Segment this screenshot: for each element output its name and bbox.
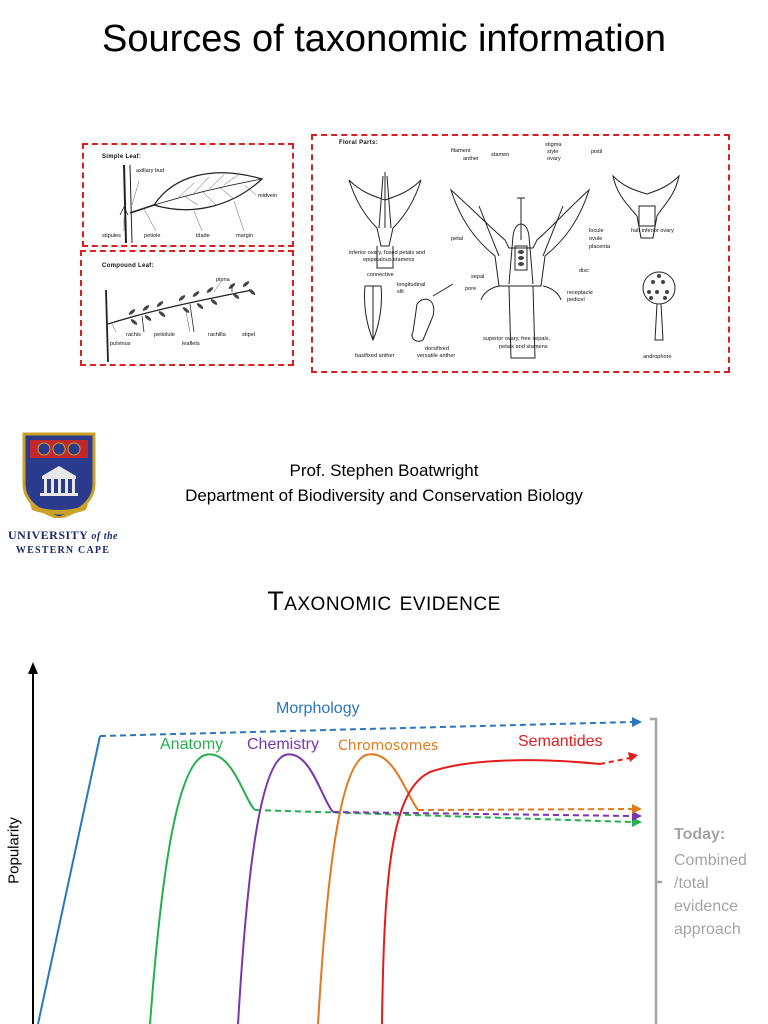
label-basifixed: basifixed anther [355,353,395,359]
label-longitudinal: longitudinal [397,282,426,288]
anatomy-curve [149,753,256,1024]
label-petal: petal [451,236,464,242]
label-disc: disc [579,268,589,274]
university-name-line1: UNIVERSITY of the [6,528,120,543]
label-rachilla: rachilla [208,332,226,338]
university-name-tail: of the [91,531,118,542]
label-sepal: sepal [471,274,485,280]
label-filament: filament [451,148,471,154]
label-inferior-ovary: inferior ovary, fused petals and [349,250,426,256]
legend-morphology: Morphology [276,700,360,717]
chemistry-arrow-icon [632,811,642,821]
label-connective: connective [367,272,394,278]
label-pulvinus: pulvinus [110,341,131,347]
today-text: Combined /total evidence approach [674,849,747,941]
compound-leaf-drawing [105,279,256,363]
chromosomes-dashed-line [417,808,633,811]
floral-parts-panel: Floral Parts: filament anther stamen sti… [311,134,730,373]
label-ovary: ovary [547,156,561,162]
label-superior-ovary: superior ovary, free sepals, [483,336,551,342]
legend-semantides: Semantides [518,733,603,750]
today-label: Today: [674,826,726,843]
semantides-curve [381,759,601,1024]
label-stamen: stamen [491,152,510,158]
label-pinna: pinna [216,277,230,283]
author-name: Prof. Stephen Boatwright [289,461,479,480]
label-anther: anther [463,156,479,162]
simple-leaf-heading: Simple Leaf: [102,154,142,160]
semantides-dashed-line [599,757,631,765]
today-line-3: evidence [674,898,739,915]
label-petiolule: petiolule [154,332,175,338]
label-dorsifixed: dorsifixed [425,346,449,352]
floral-parts-heading: Floral Parts: [339,140,378,146]
chromosomes-curve [317,753,419,1024]
simple-leaf-drawing [119,164,264,244]
compound-leaf-heading: Compound Leaf: [102,263,154,269]
slide-title: Sources of taxonomic information [102,18,666,60]
label-androphore: androphore [643,354,672,360]
label-stipel: stipel [242,332,256,338]
label-leaflets: leaflets [182,341,200,347]
y-axis-arrow-icon [28,662,38,674]
label-epipetalous: epipetalous stamens [363,257,415,263]
label-margin: margin [236,233,254,239]
legend-chromosomes: Chromosomes [338,738,439,754]
legend-chemistry: Chemistry [247,736,320,753]
label-pedicel: pedicel [567,297,585,303]
chromosomes-arrow-icon [632,804,642,814]
label-petiole: petiole [144,233,161,239]
popularity-chart [28,662,662,1024]
floral-parts-drawing [348,172,680,359]
label-half-inferior: half inferior ovary [631,228,674,234]
label-receptacle: receptacle [567,290,593,296]
label-stipules: stipules [102,233,121,239]
label-petals-stamens: petals and stamens [499,344,548,350]
university-name-main: UNIVERSITY [7,528,88,542]
label-versatile-anther: versatile anther [417,353,456,359]
simple-leaf-panel: Simple Leaf: axillary bud midvein stipul… [82,143,294,247]
today-line-4: approach [674,921,741,938]
label-slit: slit [397,289,404,295]
legend-anatomy: Anatomy [160,736,224,753]
section-title: Taxonomic evidence [267,586,501,616]
morphology-dashed-line [99,721,633,737]
today-bracket [650,717,662,1024]
label-placenta: placenta [589,244,611,250]
anatomy-dashed-line [254,809,633,823]
department-name: Department of Biodiversity and Conservat… [185,486,583,505]
label-blade: blade [196,233,210,239]
semantides-arrow-icon [628,752,638,762]
today-line-1: Combined [674,852,747,869]
compound-leaf-panel: Compound Leaf: pinna rachis petiolule ra… [80,250,294,366]
label-midvein: midvein [258,193,278,199]
label-pistil: pistil [591,149,603,155]
university-name-line2: WESTERN CAPE [15,545,111,556]
label-stigma: stigma [545,142,562,148]
label-ovule: ovule [589,236,603,242]
chemistry-curve [237,753,334,1024]
label-locule: locule [589,228,604,234]
label-style: style [547,149,559,155]
morphology-arrow-icon [632,717,642,727]
university-crest-icon [22,432,96,518]
label-rachis: rachis [126,332,141,338]
y-axis-label: Popularity [5,817,23,884]
today-line-2: /total [674,875,709,892]
label-pore: pore [465,286,477,292]
label-axillary-bud: axillary bud [136,168,165,174]
morphology-rise-line [37,735,101,1024]
